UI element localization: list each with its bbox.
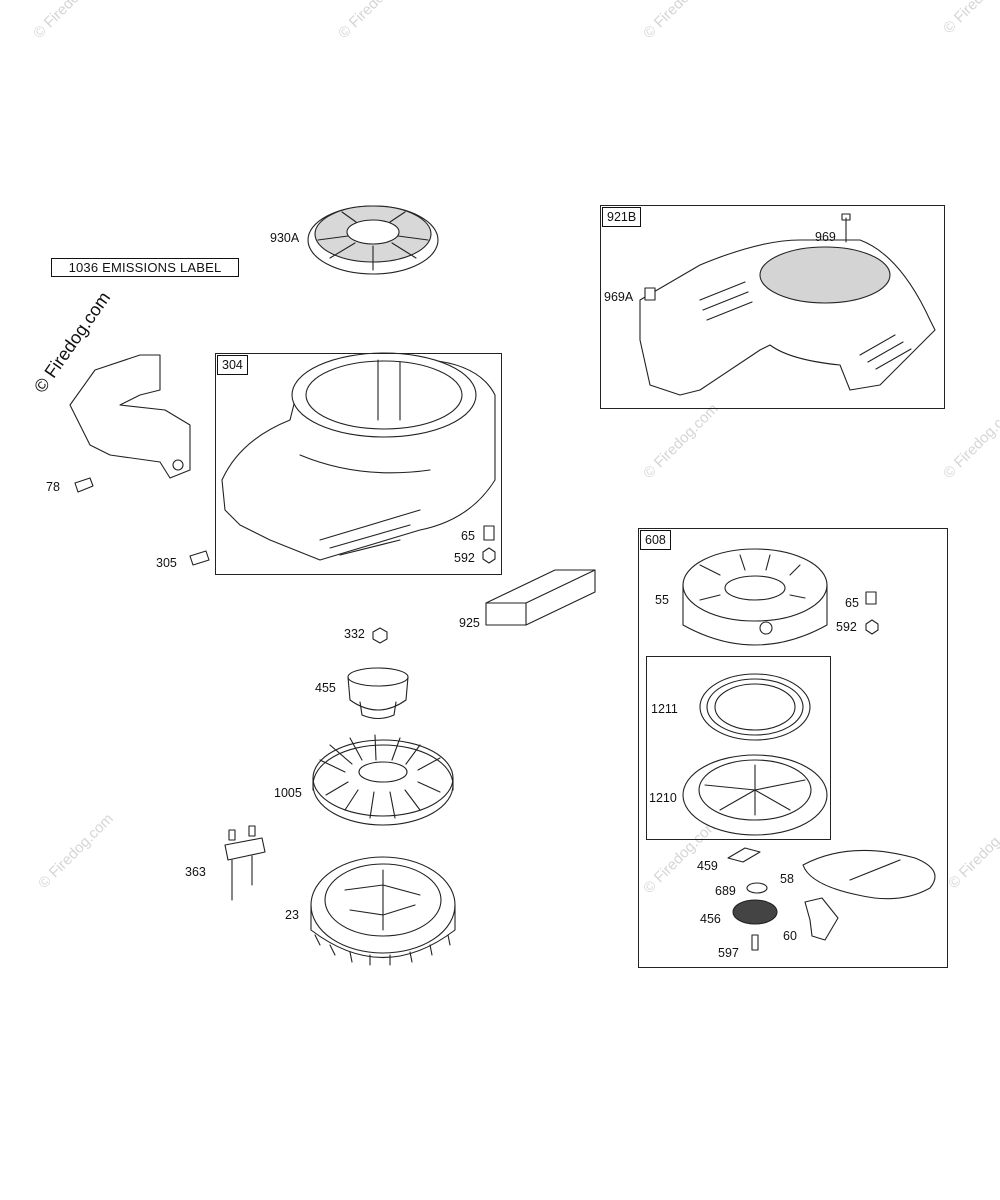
part-label-456: 456 [700, 912, 721, 926]
group-label-608: 608 [640, 530, 671, 550]
group-921b-frame [600, 205, 945, 409]
part-label-60: 60 [783, 929, 797, 943]
part-label-305: 305 [156, 556, 177, 570]
part-label-455: 455 [315, 681, 336, 695]
part-label-55: 55 [655, 593, 669, 607]
part-label-78: 78 [46, 480, 60, 494]
part-label-592: 592 [836, 620, 857, 634]
part-921b-shroud [639, 213, 936, 396]
part-label-58: 58 [780, 872, 794, 886]
part-23-flywheel [310, 856, 456, 966]
part-label-925: 925 [459, 616, 480, 630]
part-label-23: 23 [285, 908, 299, 922]
group-label-921b: 921B [602, 207, 642, 227]
part-bracket [69, 354, 191, 493]
part-363-puller [224, 825, 266, 901]
part-label-65: 65 [845, 596, 859, 610]
part-305-bolt [189, 550, 210, 566]
subgroup-spring-pulley-frame [646, 656, 831, 840]
part-label-969a: 969A [604, 290, 634, 304]
part-1005-fan [312, 734, 454, 826]
group-label-304: 304 [217, 355, 248, 375]
part-label-363: 363 [185, 865, 206, 879]
part-label-459: 459 [697, 859, 718, 873]
part-label-1210: 1210 [649, 791, 677, 805]
part-925-baffle [485, 569, 596, 626]
part-label-969: 969 [815, 230, 836, 244]
part-304-blower-housing [221, 352, 496, 564]
part-455-cup [347, 667, 409, 720]
part-930a-screen [307, 205, 439, 275]
part-label-1005: 1005 [274, 786, 302, 800]
group-304-frame [215, 353, 502, 575]
part-label-597: 597 [718, 946, 739, 960]
part-label-332: 332 [344, 627, 365, 641]
part-label-930a: 930A [270, 231, 300, 245]
group-608-frame [638, 528, 948, 968]
part-label-1211: 1211 [651, 702, 678, 716]
part-332-nut [372, 627, 388, 644]
part-608-rewind-starter [682, 548, 936, 951]
part-label-689: 689 [715, 884, 736, 898]
emissions-label: 1036 EMISSIONS LABEL [51, 258, 239, 277]
part-label-592: 592 [454, 551, 475, 565]
part-label-65: 65 [461, 529, 475, 543]
